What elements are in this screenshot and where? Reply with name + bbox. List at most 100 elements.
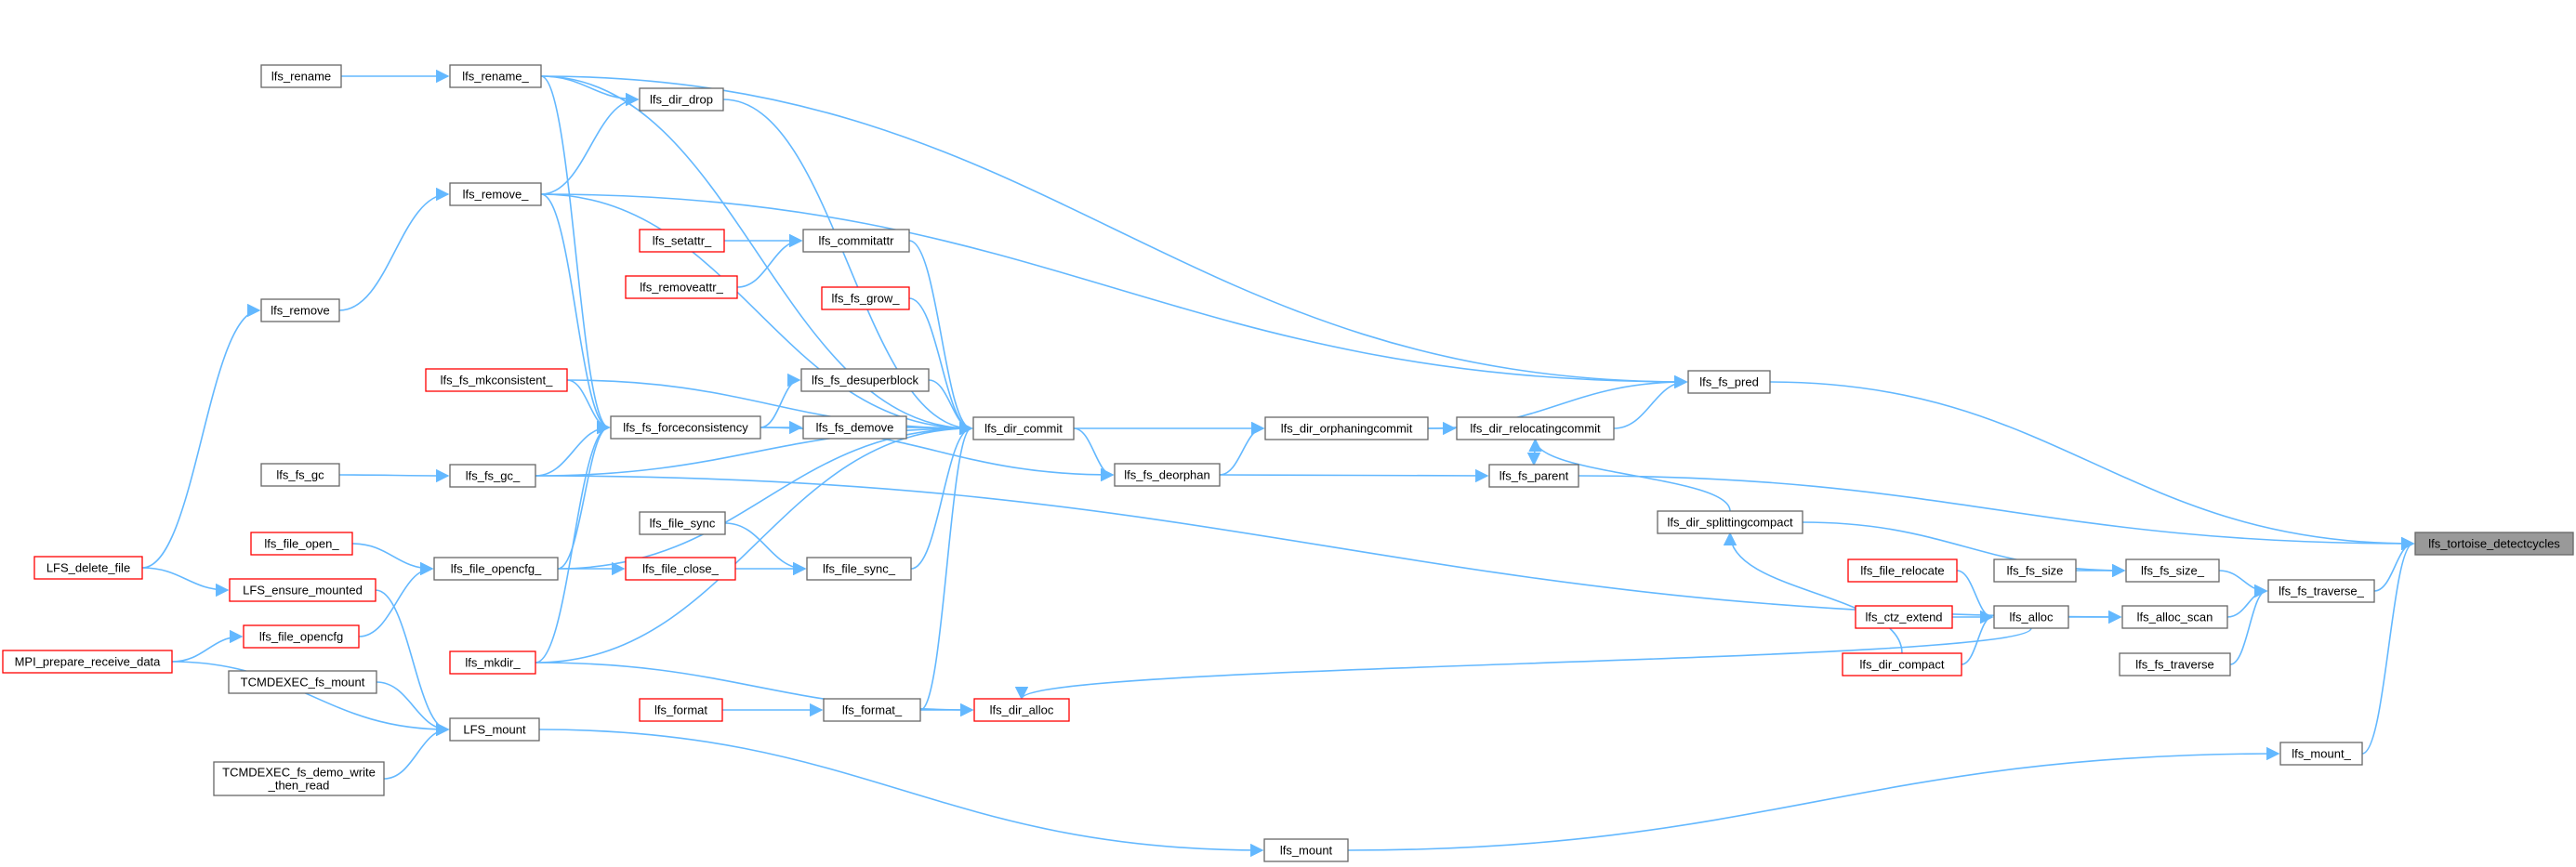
node-rename-box[interactable] xyxy=(260,64,342,88)
node-file_opencfg-box[interactable] xyxy=(243,624,360,649)
node-format_-box[interactable] xyxy=(823,698,921,722)
node-mount[interactable]: lfs_mount xyxy=(1263,838,1349,862)
node-fs_mkconsistent_-box[interactable] xyxy=(425,368,568,392)
node-alloc_scan-box[interactable] xyxy=(2121,605,2228,629)
node-MPI_prepare[interactable]: MPI_prepare_receive_data xyxy=(2,650,173,674)
node-fs_gc_-box[interactable] xyxy=(449,464,536,488)
node-dir_compact-box[interactable] xyxy=(1842,652,1962,677)
node-rename_-box[interactable] xyxy=(449,64,542,88)
node-format-box[interactable] xyxy=(639,698,723,722)
node-fs_gc_[interactable]: lfs_fs_gc_ xyxy=(449,464,536,488)
node-rename_[interactable]: lfs_rename_ xyxy=(449,64,542,88)
node-fs_grow_[interactable]: lfs_fs_grow_ xyxy=(821,286,910,310)
node-dir_relocatingcommit-box[interactable] xyxy=(1456,416,1615,440)
node-file_sync[interactable]: lfs_file_sync xyxy=(639,511,726,535)
node-alloc_scan[interactable]: lfs_alloc_scan xyxy=(2121,605,2228,629)
node-file_relocate-box[interactable] xyxy=(1847,558,1958,583)
node-fs_parent-box[interactable] xyxy=(1488,464,1579,488)
node-file_open_-box[interactable] xyxy=(250,532,353,556)
node-removeattr_-box[interactable] xyxy=(625,275,738,299)
node-dir_splittingcompact[interactable]: lfs_dir_splittingcompact xyxy=(1657,510,1803,534)
node-mkdir_-box[interactable] xyxy=(449,650,536,675)
node-file_sync_[interactable]: lfs_file_sync_ xyxy=(806,557,912,581)
node-alloc-box[interactable] xyxy=(1993,605,2069,629)
node-removeattr_[interactable]: lfs_removeattr_ xyxy=(625,275,738,299)
node-file_open_[interactable]: lfs_file_open_ xyxy=(250,532,353,556)
node-LFS_delete_file[interactable]: LFS_delete_file xyxy=(33,556,143,580)
node-tortoise[interactable]: lfs_tortoise_detectcycles xyxy=(2414,532,2574,556)
node-commitattr-box[interactable] xyxy=(802,229,910,253)
node-fs_pred-box[interactable] xyxy=(1687,370,1771,394)
node-dir_commit[interactable]: lfs_dir_commit xyxy=(972,416,1075,440)
node-fs_desuperblock[interactable]: lfs_fs_desuperblock xyxy=(800,368,930,392)
node-dir_drop-box[interactable] xyxy=(639,87,724,112)
node-fs_demove-box[interactable] xyxy=(802,415,907,440)
node-MPI_prepare-box[interactable] xyxy=(2,650,173,674)
node-setattr_-box[interactable] xyxy=(639,229,725,253)
node-ctz_extend-box[interactable] xyxy=(1855,605,1953,629)
node-dir_alloc[interactable]: lfs_dir_alloc xyxy=(973,698,1070,722)
node-fs_forceconsistency[interactable]: lfs_fs_forceconsistency xyxy=(610,415,761,440)
node-file_opencfg_[interactable]: lfs_file_opencfg_ xyxy=(433,557,559,581)
node-TCM_fs_mount-box[interactable] xyxy=(228,670,377,694)
node-fs_forceconsistency-box[interactable] xyxy=(610,415,761,440)
node-fs_traverse_[interactable]: lfs_fs_traverse_ xyxy=(2267,579,2375,603)
node-dir_drop[interactable]: lfs_dir_drop xyxy=(639,87,724,112)
node-LFS_mount[interactable]: LFS_mount xyxy=(449,717,540,742)
node-fs_traverse[interactable]: lfs_fs_traverse xyxy=(2119,652,2231,677)
node-LFS_delete_file-box[interactable] xyxy=(33,556,143,580)
node-fs_pred[interactable]: lfs_fs_pred xyxy=(1687,370,1771,394)
node-mkdir_[interactable]: lfs_mkdir_ xyxy=(449,650,536,675)
node-dir_orphaningcommit[interactable]: lfs_dir_orphaningcommit xyxy=(1264,416,1429,440)
node-dir_splittingcompact-box[interactable] xyxy=(1657,510,1803,534)
node-file_close_-box[interactable] xyxy=(625,557,736,581)
node-fs_deorphan[interactable]: lfs_fs_deorphan xyxy=(1114,463,1221,487)
node-fs_mkconsistent_[interactable]: lfs_fs_mkconsistent_ xyxy=(425,368,568,392)
node-file_opencfg[interactable]: lfs_file_opencfg xyxy=(243,624,360,649)
node-fs_gc-box[interactable] xyxy=(260,463,340,487)
node-fs_traverse_-box[interactable] xyxy=(2267,579,2375,603)
node-file_sync_-box[interactable] xyxy=(806,557,912,581)
node-tortoise-box[interactable] xyxy=(2414,532,2574,556)
node-TCM_demo[interactable]: TCMDEXEC_fs_demo_write_then_read xyxy=(213,761,385,796)
node-fs_size_-box[interactable] xyxy=(2125,558,2220,583)
node-mount_-box[interactable] xyxy=(2279,742,2363,766)
node-file_sync-box[interactable] xyxy=(639,511,726,535)
node-fs_size_[interactable]: lfs_fs_size_ xyxy=(2125,558,2220,583)
node-fs_deorphan-box[interactable] xyxy=(1114,463,1221,487)
node-format_[interactable]: lfs_format_ xyxy=(823,698,921,722)
node-file_opencfg_-box[interactable] xyxy=(433,557,559,581)
node-TCM_demo-box[interactable] xyxy=(213,761,385,796)
node-fs_grow_-box[interactable] xyxy=(821,286,910,310)
node-ctz_extend[interactable]: lfs_ctz_extend xyxy=(1855,605,1953,629)
node-dir_orphaningcommit-box[interactable] xyxy=(1264,416,1429,440)
node-rename[interactable]: lfs_rename xyxy=(260,64,342,88)
node-fs_size[interactable]: lfs_fs_size xyxy=(1993,558,2077,583)
node-alloc[interactable]: lfs_alloc xyxy=(1993,605,2069,629)
node-dir_commit-box[interactable] xyxy=(972,416,1075,440)
node-dir_relocatingcommit[interactable]: lfs_dir_relocatingcommit xyxy=(1456,416,1615,440)
node-dir_compact[interactable]: lfs_dir_compact xyxy=(1842,652,1962,677)
node-setattr_[interactable]: lfs_setattr_ xyxy=(639,229,725,253)
node-fs_size-box[interactable] xyxy=(1993,558,2077,583)
node-fs_parent[interactable]: lfs_fs_parent xyxy=(1488,464,1579,488)
node-remove-box[interactable] xyxy=(260,298,340,322)
node-commitattr[interactable]: lfs_commitattr xyxy=(802,229,910,253)
node-LFS_ensure_mounted-box[interactable] xyxy=(229,578,376,602)
node-remove_[interactable]: lfs_remove_ xyxy=(449,182,542,206)
node-fs_demove[interactable]: lfs_fs_demove xyxy=(802,415,907,440)
node-remove[interactable]: lfs_remove xyxy=(260,298,340,322)
node-mount-box[interactable] xyxy=(1263,838,1349,862)
node-remove_-box[interactable] xyxy=(449,182,542,206)
node-mount_[interactable]: lfs_mount_ xyxy=(2279,742,2363,766)
node-file_close_[interactable]: lfs_file_close_ xyxy=(625,557,736,581)
node-file_relocate[interactable]: lfs_file_relocate xyxy=(1847,558,1958,583)
node-TCM_fs_mount[interactable]: TCMDEXEC_fs_mount xyxy=(228,670,377,694)
node-LFS_mount-box[interactable] xyxy=(449,717,540,742)
node-LFS_ensure_mounted[interactable]: LFS_ensure_mounted xyxy=(229,578,376,602)
node-fs_desuperblock-box[interactable] xyxy=(800,368,930,392)
node-fs_traverse-box[interactable] xyxy=(2119,652,2231,677)
node-fs_gc[interactable]: lfs_fs_gc xyxy=(260,463,340,487)
node-dir_alloc-box[interactable] xyxy=(973,698,1070,722)
node-format[interactable]: lfs_format xyxy=(639,698,723,722)
